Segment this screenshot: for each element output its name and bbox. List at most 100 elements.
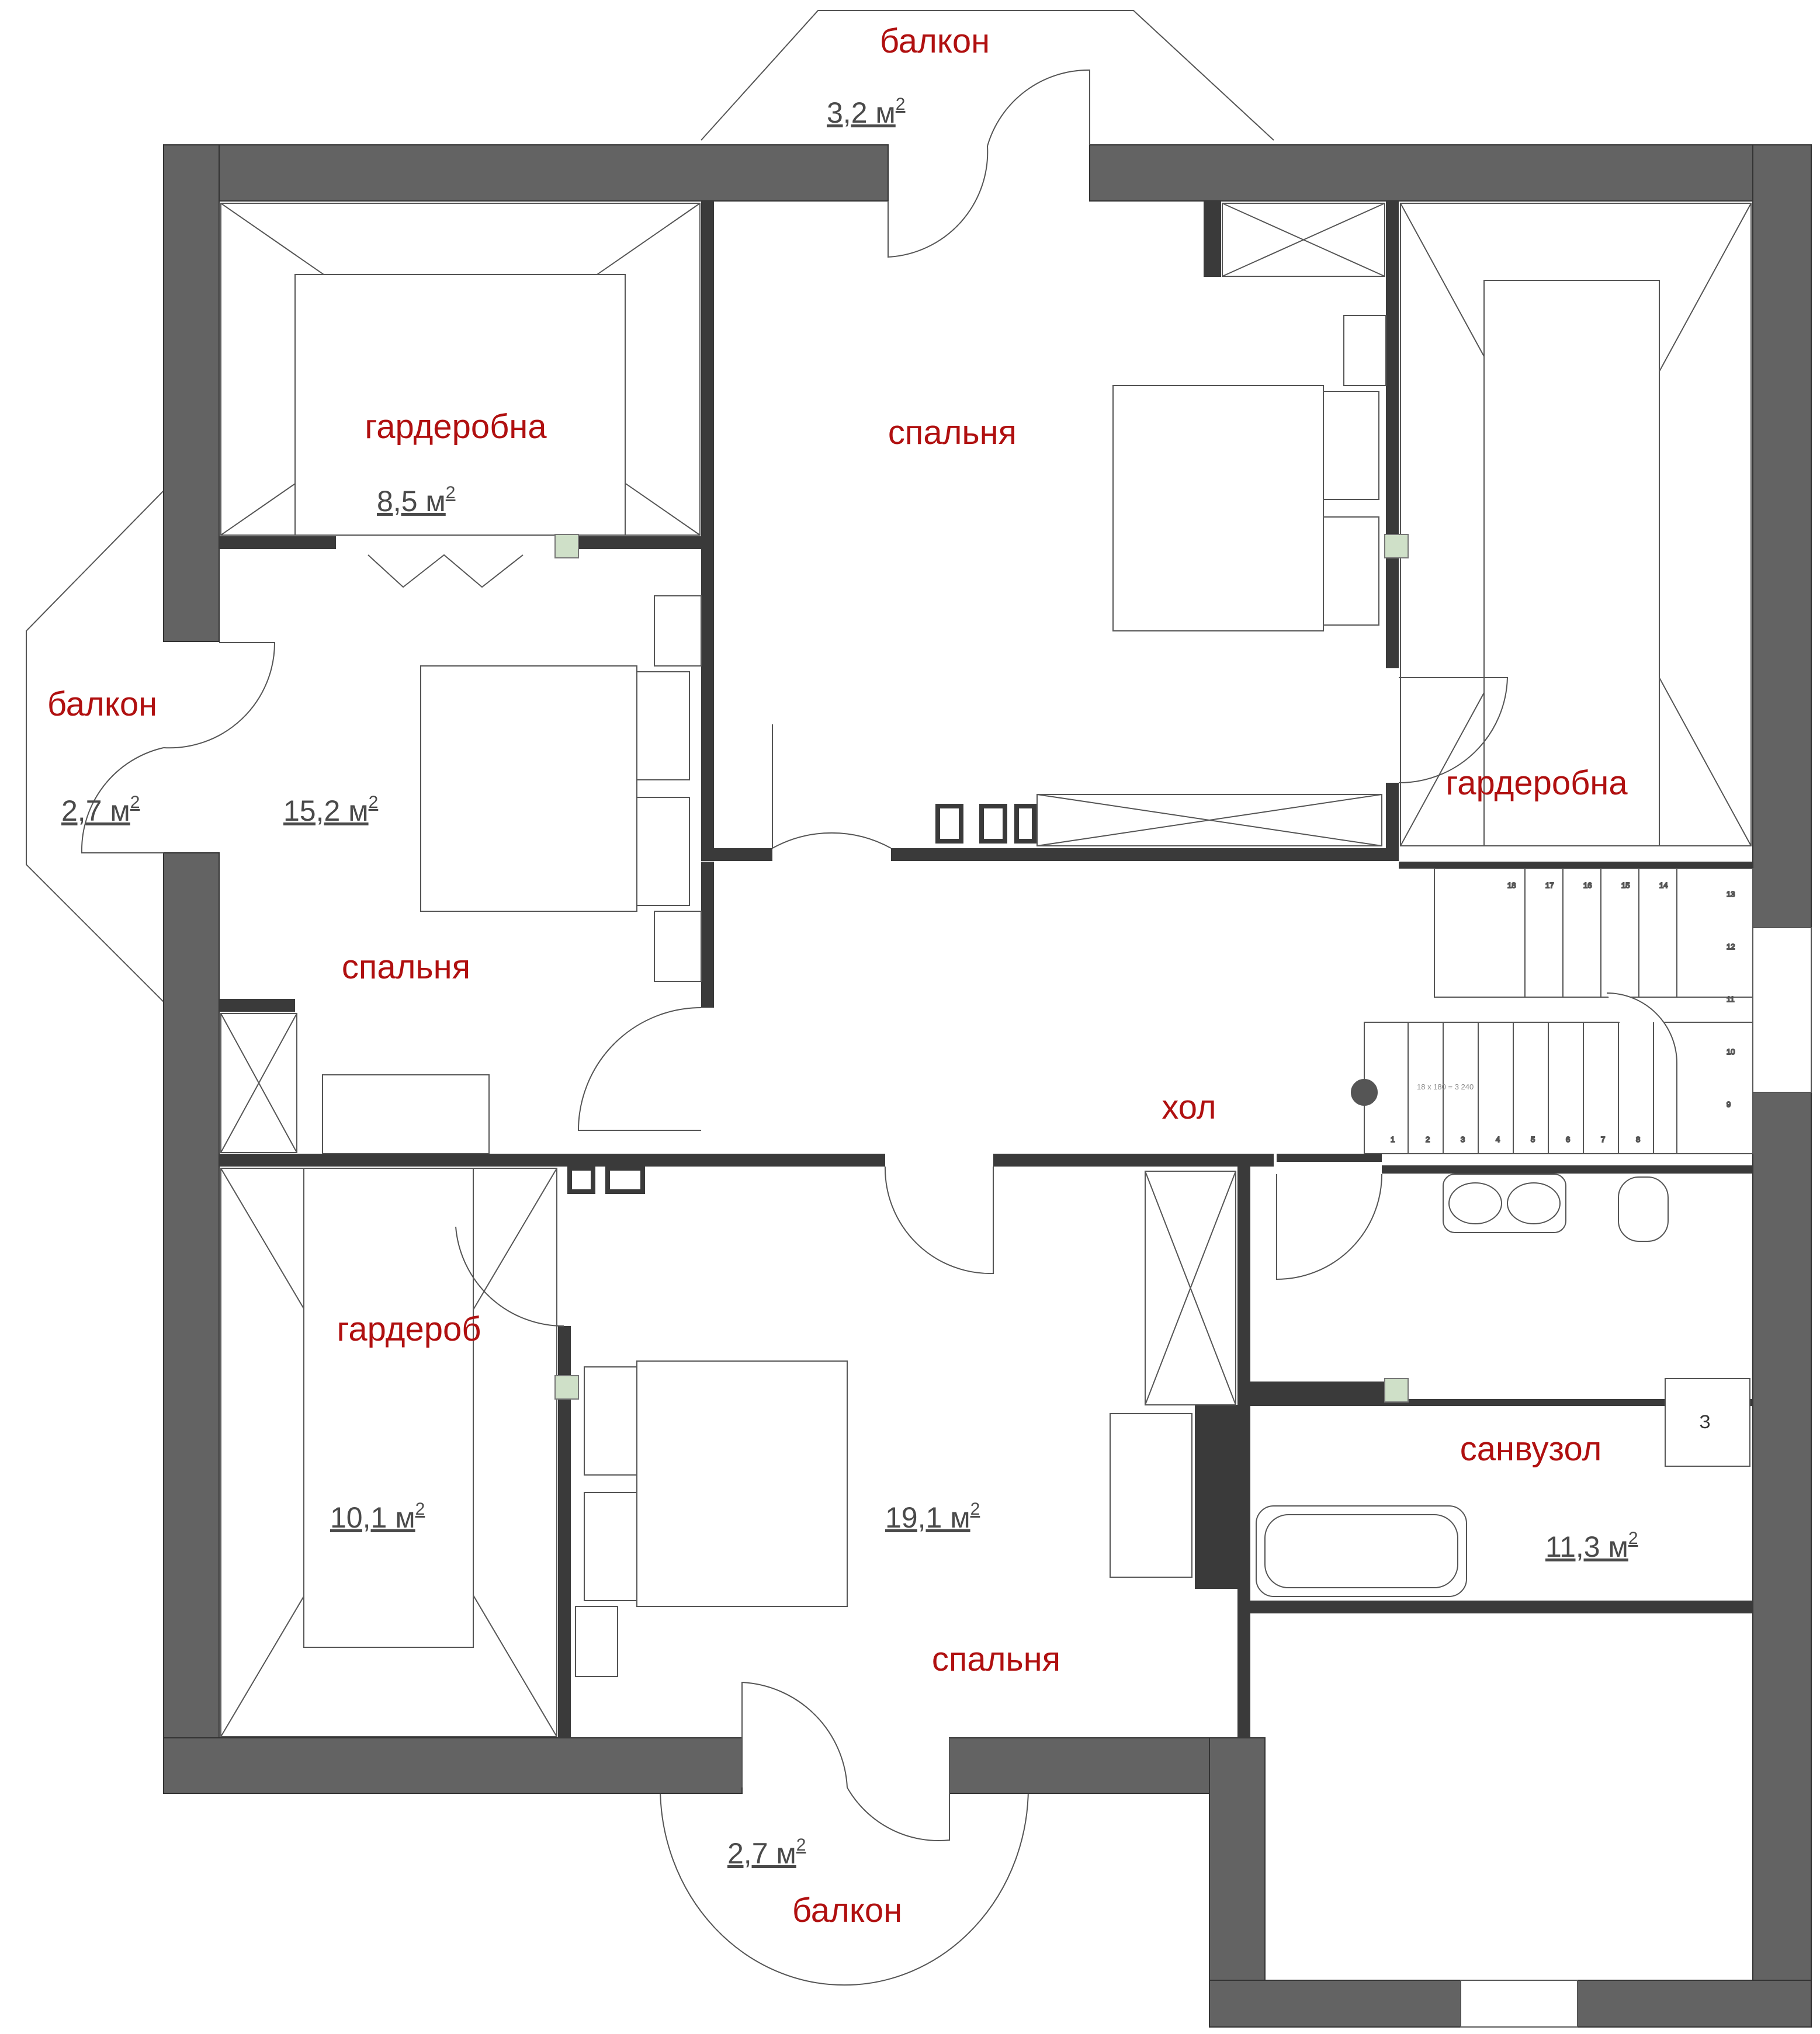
stair-step-number: 3 <box>1461 1135 1465 1144</box>
area-wardrobe-nw: 8,5 м2 <box>377 483 455 518</box>
stair-step-number: 10 <box>1727 1047 1735 1056</box>
wall-right-lower <box>1752 1092 1812 2028</box>
stair-step-number: 7 <box>1601 1135 1605 1144</box>
desk-west <box>322 1074 490 1154</box>
stair-step-number: 18 <box>1507 881 1516 890</box>
wall-annex-bottom-left <box>1209 1980 1461 2028</box>
wall-left-lower <box>163 852 220 1794</box>
door-balcony-bottom <box>741 1681 848 1788</box>
bed-south <box>636 1360 848 1607</box>
stair-step-number: 11 <box>1727 995 1735 1004</box>
washbasin-b <box>1507 1182 1561 1224</box>
stair-step-number: 9 <box>1727 1100 1731 1109</box>
stair-step-number: 4 <box>1496 1135 1500 1144</box>
balcony-top-outline <box>701 10 1274 141</box>
balcony-bottom-outline <box>660 1787 1029 1986</box>
stair-step-number: 12 <box>1727 942 1735 951</box>
exterior-walls <box>163 144 1812 2028</box>
bed-west-night-b <box>654 911 702 982</box>
door-balcony-left <box>163 642 276 749</box>
wall-nw-wardrobe-right <box>701 201 714 861</box>
label-balcony-left: балкон <box>47 685 157 723</box>
bed-south-pillow-a <box>584 1366 637 1476</box>
bed-west-pillow-b <box>636 797 690 906</box>
stair-step-number: 16 <box>1583 881 1592 890</box>
wardrobe-sw-inner <box>303 1168 474 1648</box>
label-bedroom-south: спальня <box>932 1640 1060 1678</box>
label-wardrobe-nw: гардеробна <box>365 408 547 446</box>
bed-top-pillow-b <box>1323 516 1379 626</box>
interior-walls <box>219 201 1753 1738</box>
area-bathroom: 11,3 м2 <box>1545 1529 1638 1563</box>
wall-hall-bottom-right <box>1277 1154 1382 1162</box>
door-south-bedroom <box>884 1166 994 1275</box>
stair-post <box>1351 1079 1378 1106</box>
bed-top <box>1112 385 1324 631</box>
wall-annex-left <box>1209 1737 1266 2028</box>
door-balcony-bottom-b <box>847 1738 950 1841</box>
wall-top-bed-west <box>714 848 772 861</box>
toilet <box>1618 1176 1669 1242</box>
label-wardrobe-ne: гардеробна <box>1445 764 1628 802</box>
wall-left-upper <box>163 144 220 642</box>
label-bedroom-top: спальня <box>888 414 1017 452</box>
column-a <box>554 534 579 558</box>
stair-winder <box>1606 992 1677 1154</box>
wall-south-wardrobe-right <box>558 1326 571 1738</box>
label-bathroom: санвузол <box>1460 1430 1602 1468</box>
bathtub-inner <box>1264 1514 1458 1588</box>
label-balcony-bottom: балкон <box>792 1891 902 1929</box>
column-c <box>554 1375 579 1400</box>
desk-south <box>1110 1413 1192 1578</box>
shafts <box>567 804 1036 1194</box>
wall-bottom-left <box>163 1737 743 1794</box>
columns <box>554 534 1409 1403</box>
balcony-outlines <box>26 10 1274 1986</box>
bed-west <box>420 665 637 912</box>
room-labels: балкон балкон балкон гардеробна спальня … <box>47 22 1628 1929</box>
wall-top-right <box>1089 144 1812 202</box>
wall-closet-west <box>219 999 295 1012</box>
column-d <box>1384 1378 1409 1403</box>
shaft-d <box>567 1166 595 1194</box>
wall-bath-left <box>1237 1167 1250 1738</box>
shaft-b <box>979 804 1007 844</box>
bed-south-night <box>575 1606 618 1677</box>
door-ne-wardrobe <box>1398 677 1509 784</box>
stair-step-number: 1 <box>1391 1135 1395 1144</box>
stair-step-number: 2 <box>1426 1135 1430 1144</box>
area-bedroom-west: 15,2 м2 <box>283 793 378 827</box>
closet-south-diag-b <box>1145 1171 1236 1405</box>
area-wardrobe-sw: 10,1 м2 <box>330 1500 425 1534</box>
door-balcony-top-b <box>987 69 1090 147</box>
doors <box>81 69 1509 1841</box>
wall-annex-bottom-right <box>1577 1980 1812 2028</box>
closet-top-diag-b <box>1222 203 1385 277</box>
wall-top-left <box>163 144 889 202</box>
wardrobe-nw-inner <box>294 274 626 536</box>
wall-right-upper <box>1752 144 1812 928</box>
stair-step-number: 15 <box>1621 881 1630 890</box>
wall-nw-wardrobe-bottom-b <box>578 536 707 549</box>
boiler-box <box>1665 1378 1750 1467</box>
stair-step-number: 8 <box>1636 1135 1640 1144</box>
bed-south-pillow-b <box>584 1492 637 1601</box>
wall-stair-top <box>1399 862 1753 869</box>
bed-west-pillow-a <box>636 671 690 780</box>
shaft-a <box>935 804 963 844</box>
area-balcony-bottom: 2,7 м2 <box>727 1835 806 1870</box>
stair-step-number: 17 <box>1545 881 1554 890</box>
bed-top-night-a <box>1343 315 1386 386</box>
boiler-label: З <box>1699 1411 1710 1432</box>
door-sw-wardrobe <box>455 1226 564 1327</box>
shaft-e <box>605 1166 645 1194</box>
area-labels: 3,2 м2 2,7 м2 2,7 м2 8,5 м2 15,2 м2 10,1… <box>61 95 1638 1870</box>
wall-hall-bottom <box>993 1154 1274 1167</box>
bed-top-pillow-a <box>1323 391 1379 500</box>
area-bedroom-south: 19,1 м2 <box>885 1500 980 1534</box>
door-balcony-top <box>888 145 989 258</box>
column-b <box>1384 534 1409 558</box>
area-balcony-left: 2,7 м2 <box>61 793 140 827</box>
wardrobe-folding-door <box>368 554 524 588</box>
